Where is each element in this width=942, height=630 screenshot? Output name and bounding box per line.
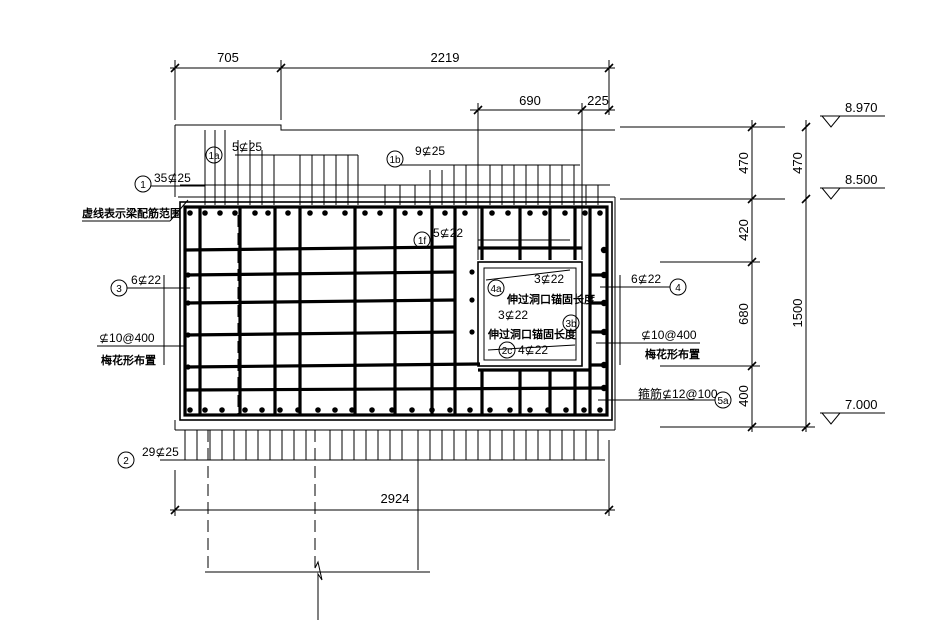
dim-420: 420 <box>736 219 751 241</box>
top-bar-stubs <box>180 130 610 205</box>
beam-cage <box>179 201 613 421</box>
callout-1b: 1b 9⊈25 <box>386 144 445 168</box>
dim-400: 400 <box>736 385 751 407</box>
callout-1f: 1f 5⊈22 <box>413 226 570 249</box>
label-r1a: 5⊈25 <box>232 140 262 154</box>
callout-1: 1 35⊈25 <box>134 171 205 193</box>
rebar-dots <box>185 210 608 413</box>
dim-2924: 2924 <box>381 491 410 506</box>
opening <box>477 246 590 372</box>
label-r2c: 4⊈22 <box>518 343 548 357</box>
svg-text:5a: 5a <box>717 396 729 407</box>
dim-680: 680 <box>736 303 751 325</box>
label-r2: 29⊈25 <box>142 445 179 459</box>
svg-text:3b: 3b <box>565 319 577 330</box>
column-below <box>205 430 430 620</box>
svg-text:1a: 1a <box>208 151 220 162</box>
svg-text:4: 4 <box>675 283 681 294</box>
callout-3b: 3b 3⊈22 <box>498 308 580 332</box>
svg-text:3: 3 <box>116 284 122 295</box>
elevation-markers: 8.970 8.500 7.000 <box>820 100 885 425</box>
elevation-mid: 8.500 <box>845 172 878 187</box>
tie-left: ⊈10@400 梅花形布置 <box>97 331 185 367</box>
tie-right: ⊈10@400 梅花形布置 <box>596 328 700 361</box>
elevation-bottom: 7.000 <box>845 397 878 412</box>
dim-470-b: 470 <box>790 152 805 174</box>
callout-5a: 5a 箍筋⊈12@100 <box>598 386 732 409</box>
svg-text:1: 1 <box>140 180 146 191</box>
elevation-top: 8.970 <box>845 100 878 115</box>
note-anchor-1: 伸过洞口锚固长度 <box>506 292 596 306</box>
callout-4a: 4a 3⊈22 <box>487 272 564 297</box>
dim-470-a: 470 <box>736 152 751 174</box>
dim-1500: 1500 <box>790 299 805 328</box>
dim-705: 705 <box>217 50 239 65</box>
label-r5a: 箍筋⊈12@100 <box>638 386 718 401</box>
svg-text:1b: 1b <box>389 155 401 166</box>
dim-225: 225 <box>587 93 609 108</box>
label-r4: 6⊈22 <box>631 272 661 286</box>
callout-4: 4 6⊈22 <box>600 272 687 365</box>
svg-text:2c: 2c <box>502 346 513 357</box>
label-r1: 35⊈25 <box>154 171 191 185</box>
callout-3: 3 6⊈22 <box>110 273 190 365</box>
dim-690: 690 <box>519 93 541 108</box>
bottom-bar-stubs <box>160 430 605 461</box>
label-r1b: 9⊈25 <box>415 144 445 158</box>
dim-2219: 2219 <box>431 50 460 65</box>
bottom-dimension: 2924 <box>170 440 615 516</box>
note-plum-right: 梅花形布置 <box>645 347 700 361</box>
label-r3: 6⊈22 <box>131 273 161 287</box>
label-tie-left: ⊈10@400 <box>99 331 155 345</box>
top-dimensions: 705 2219 690 225 <box>170 50 615 260</box>
note-plum-left: 梅花形布置 <box>101 353 156 367</box>
label-r1f: 5⊈22 <box>433 226 463 240</box>
concrete-outline <box>174 124 616 431</box>
note-anchor-2: 伸过洞口锚固长度 <box>487 327 577 341</box>
svg-text:4a: 4a <box>490 284 502 295</box>
svg-text:1f: 1f <box>418 236 427 247</box>
callout-2c: 2c 4⊈22 <box>498 341 548 359</box>
label-r4a: 3⊈22 <box>534 272 564 286</box>
label-tie-right: ⊈10@400 <box>641 328 697 342</box>
callout-1a: 1a 5⊈25 <box>205 140 262 164</box>
svg-text:2: 2 <box>123 456 129 467</box>
label-r3a: 3⊈22 <box>498 308 528 322</box>
right-dimensions: 470 470 420 680 400 1500 <box>620 120 815 432</box>
callout-2: 2 29⊈25 <box>117 445 179 469</box>
note-dashed-range: 虚线表示梁配筋范围 <box>82 206 181 220</box>
